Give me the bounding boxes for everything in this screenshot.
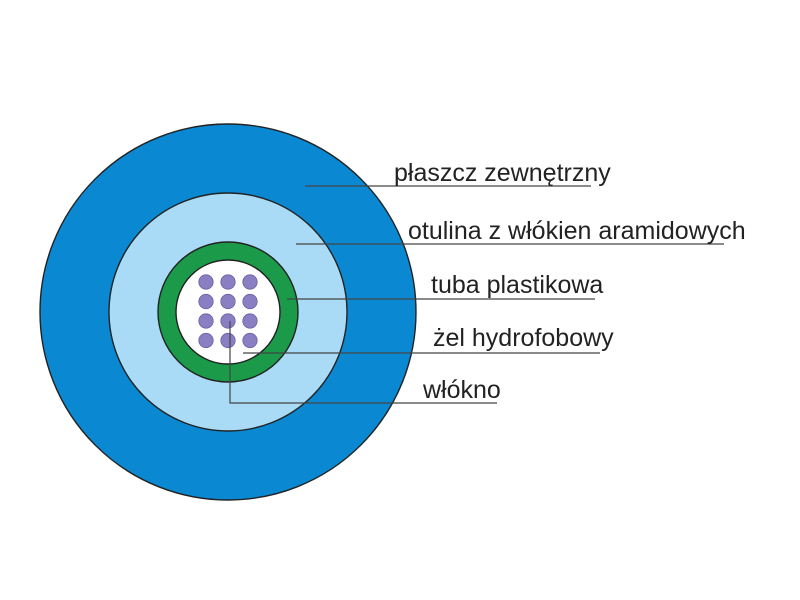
- fiber-strand: [220, 293, 236, 310]
- fiber-strand: [220, 313, 236, 329]
- fiber-strand: [198, 332, 214, 349]
- label-aramid-layer: otulina z włókien aramidowych: [408, 217, 746, 245]
- fiber-strand: [242, 332, 258, 349]
- label-gel: żel hydrofobowy: [433, 324, 614, 352]
- label-plastic-tube: tuba plastikowa: [431, 271, 603, 299]
- fiber-strand: [242, 274, 258, 290]
- fiber-strand: [198, 313, 214, 329]
- fiber-strand: [198, 293, 214, 310]
- fiber-strand: [198, 274, 214, 290]
- leader-line-fiber: [229, 321, 497, 404]
- fiber-strand: [220, 332, 236, 349]
- fiber-strand: [242, 293, 258, 310]
- label-fiber: włókno: [422, 376, 501, 404]
- label-outer-jacket: płaszcz zewnętrzny: [394, 159, 611, 187]
- fiber-bundle: [198, 274, 258, 349]
- fiber-strand: [220, 274, 236, 290]
- fiber-strand: [242, 313, 258, 329]
